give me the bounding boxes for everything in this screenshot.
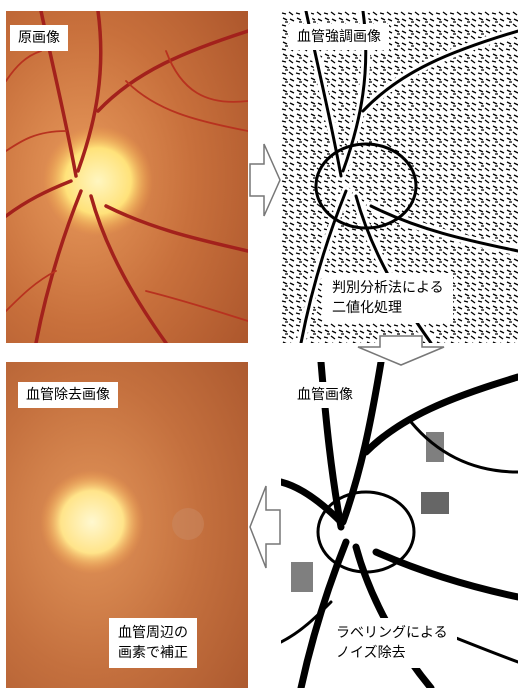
noise-removal-note: ラベリングによる ノイズ除去: [327, 618, 457, 668]
correction-note-line2: 画素で補正: [118, 643, 188, 663]
binarization-note-line1: 判別分析法による: [332, 278, 444, 298]
binarization-note: 判別分析法による 二値化処理: [323, 273, 453, 323]
enhanced-image-panel: 血管強調画像 判別分析法による 二値化処理: [281, 11, 518, 343]
noise-removal-note-line1: ラベリングによる: [336, 623, 448, 643]
fundus-original-image: [6, 11, 248, 343]
removed-image-panel: 血管除去画像 血管周辺の 画素で補正: [6, 362, 248, 688]
removed-image-label: 血管除去画像: [18, 382, 118, 408]
vessel-image-panel: 血管画像 ラベリングによる ノイズ除去: [281, 362, 518, 688]
original-image-label: 原画像: [10, 25, 68, 51]
left-arrow-icon: [248, 484, 282, 570]
binarization-note-line2: 二値化処理: [332, 298, 444, 318]
correction-note: 血管周辺の 画素で補正: [109, 618, 197, 668]
noise-removal-note-line2: ノイズ除去: [336, 643, 448, 663]
down-arrow-icon: [356, 335, 446, 367]
correction-note-line1: 血管周辺の: [118, 623, 188, 643]
right-arrow-icon: [248, 142, 282, 218]
enhanced-image-label: 血管強調画像: [289, 24, 389, 50]
vessel-image-label: 血管画像: [289, 382, 361, 408]
original-image-panel: 原画像: [6, 11, 248, 343]
